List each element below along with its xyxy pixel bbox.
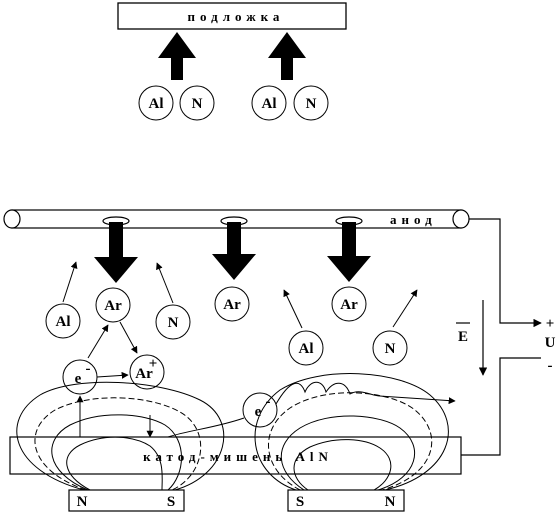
- electron: e: [255, 404, 262, 420]
- particle-n: N: [192, 96, 203, 112]
- magnet-right: S N: [287, 489, 405, 512]
- magnet-pole: S: [296, 494, 304, 510]
- substrate: подложка: [117, 2, 347, 30]
- cathode-label: катод-мишень AlN: [143, 449, 333, 464]
- deposition-arrow-right: [268, 32, 306, 80]
- substrate-label: подложка: [188, 9, 285, 24]
- external-circuit: [456, 218, 542, 456]
- particle-al: Al: [262, 96, 277, 112]
- anode-label: анод: [390, 212, 437, 227]
- cathode-target: катод-мишень AlN: [9, 436, 462, 475]
- particle-n: N: [385, 341, 396, 357]
- ion-flow-arrow: [94, 222, 138, 283]
- ion-flow-arrows: [94, 222, 371, 283]
- particle-ar: Ar: [223, 297, 241, 313]
- electron-charge: -: [86, 361, 91, 377]
- magnet-pole: S: [167, 494, 175, 510]
- ion-charge: +: [149, 356, 158, 372]
- voltage-label: U: [545, 335, 556, 351]
- electron-trajectory: [146, 381, 456, 438]
- minus-terminal: -: [548, 358, 553, 374]
- particle-n: N: [168, 315, 179, 331]
- field-label: E: [458, 329, 468, 345]
- electron: e: [75, 371, 82, 387]
- magnet-left: N S: [68, 489, 185, 512]
- particle-ar: Ar: [104, 298, 122, 314]
- particle-al: Al: [56, 314, 71, 330]
- deposition-arrow-left: [158, 32, 196, 80]
- plasma-particles: Al Ar N Ar Ar Al N Ar + e - e -: [45, 286, 408, 428]
- particle-al: Al: [149, 96, 164, 112]
- deposition-arrows: [158, 32, 306, 80]
- ion-flow-arrow: [212, 222, 256, 280]
- magnetic-field-lines-right: [254, 373, 449, 491]
- trajectory-arrows: [62, 261, 418, 437]
- circuit-labels: E U + -: [458, 316, 556, 374]
- magnet-pole: N: [77, 494, 88, 510]
- ion-flow-arrow: [327, 222, 371, 282]
- particle-ar: Ar: [340, 297, 358, 313]
- particle-al: Al: [299, 341, 314, 357]
- particle-ar-ion: Ar: [135, 366, 153, 382]
- deposited-particles: Al N Al N: [138, 85, 329, 121]
- magnet-pole: N: [385, 494, 396, 510]
- particle-n: N: [306, 96, 317, 112]
- plus-terminal: +: [546, 316, 555, 332]
